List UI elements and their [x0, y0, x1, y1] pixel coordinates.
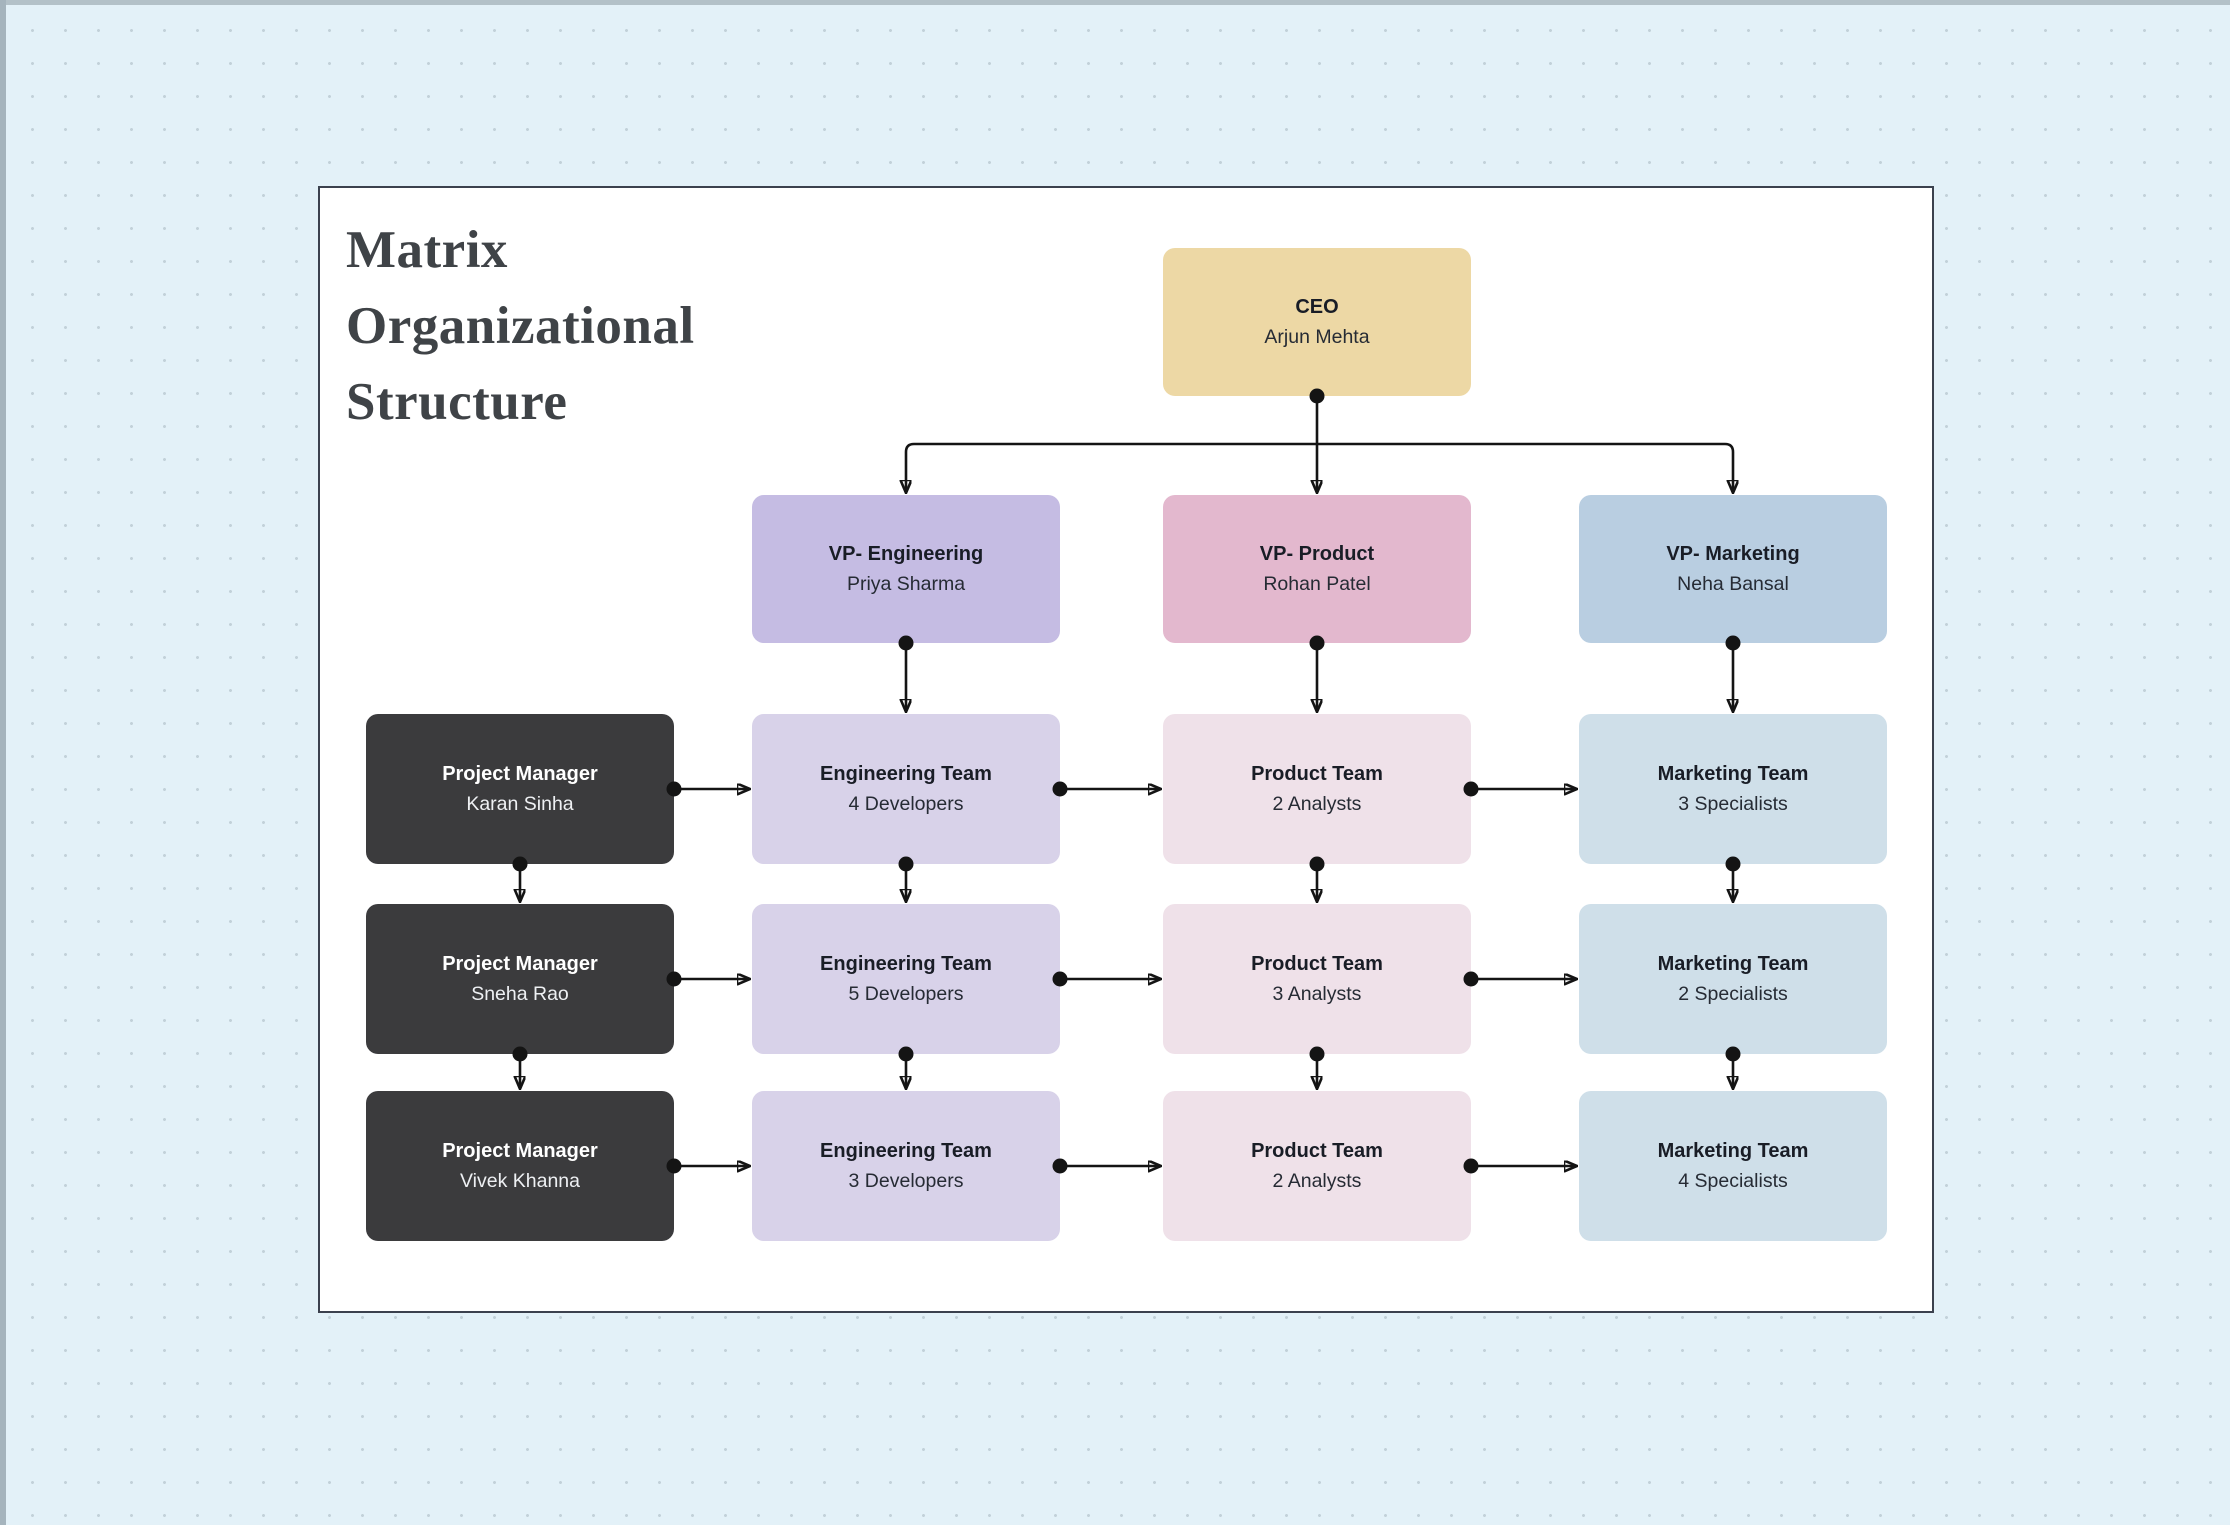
node-role: Marketing Team: [1657, 952, 1809, 975]
node-role: VP- Marketing: [1666, 542, 1800, 565]
node-project-manager-sneha-rao[interactable]: Project Manager Sneha Rao: [366, 904, 674, 1054]
node-detail: 2 Analysts: [1272, 1169, 1362, 1192]
node-marketing-team-3[interactable]: Marketing Team 4 Specialists: [1579, 1091, 1887, 1241]
node-role: VP- Product: [1259, 542, 1375, 565]
title-line-2: Organizational: [346, 297, 695, 355]
node-person: Neha Bansal: [1677, 572, 1789, 595]
node-role: Product Team: [1251, 1139, 1383, 1162]
node-person: Vivek Khanna: [460, 1169, 580, 1192]
node-role: Engineering Team: [820, 1139, 992, 1162]
node-role: Marketing Team: [1657, 1139, 1809, 1162]
node-product-team-1[interactable]: Product Team 2 Analysts: [1163, 714, 1471, 864]
node-role: Marketing Team: [1657, 762, 1809, 785]
node-detail: 3 Analysts: [1272, 982, 1362, 1005]
node-role: Project Manager: [442, 762, 598, 785]
node-person: Karan Sinha: [466, 792, 574, 815]
node-ceo[interactable]: CEO Arjun Mehta: [1163, 248, 1471, 396]
top-edge-strip: [0, 0, 2230, 5]
diagram-canvas[interactable]: Matrix Organizational Structure CEO Arju…: [318, 186, 1934, 1313]
node-role: Project Manager: [442, 952, 598, 975]
node-detail: 3 Developers: [848, 1169, 964, 1192]
node-detail: 3 Specialists: [1678, 792, 1788, 815]
title-line-1: Matrix: [346, 221, 508, 279]
node-detail: 2 Specialists: [1678, 982, 1788, 1005]
node-detail: 2 Analysts: [1272, 792, 1362, 815]
node-vp-engineering[interactable]: VP- Engineering Priya Sharma: [752, 495, 1060, 643]
node-vp-marketing[interactable]: VP- Marketing Neha Bansal: [1579, 495, 1887, 643]
node-role: VP- Engineering: [828, 542, 984, 565]
node-person: Priya Sharma: [846, 572, 966, 595]
node-engineering-team-3[interactable]: Engineering Team 3 Developers: [752, 1091, 1060, 1241]
node-person: Arjun Mehta: [1264, 325, 1370, 348]
node-role: Engineering Team: [820, 952, 992, 975]
node-product-team-2[interactable]: Product Team 3 Analysts: [1163, 904, 1471, 1054]
node-project-manager-vivek-khanna[interactable]: Project Manager Vivek Khanna: [366, 1091, 674, 1241]
node-role: Project Manager: [442, 1139, 598, 1162]
left-scrollbar[interactable]: [0, 0, 6, 1525]
title-line-3: Structure: [346, 373, 568, 431]
node-engineering-team-1[interactable]: Engineering Team 4 Developers: [752, 714, 1060, 864]
node-role: Product Team: [1251, 762, 1383, 785]
node-role: CEO: [1295, 295, 1339, 318]
node-detail: 5 Developers: [848, 982, 964, 1005]
node-project-manager-karan-sinha[interactable]: Project Manager Karan Sinha: [366, 714, 674, 864]
node-person: Sneha Rao: [471, 982, 569, 1005]
node-marketing-team-2[interactable]: Marketing Team 2 Specialists: [1579, 904, 1887, 1054]
node-detail: 4 Developers: [848, 792, 964, 815]
node-person: Rohan Patel: [1263, 572, 1371, 595]
node-marketing-team-1[interactable]: Marketing Team 3 Specialists: [1579, 714, 1887, 864]
node-product-team-3[interactable]: Product Team 2 Analysts: [1163, 1091, 1471, 1241]
node-vp-product[interactable]: VP- Product Rohan Patel: [1163, 495, 1471, 643]
node-role: Engineering Team: [820, 762, 992, 785]
node-detail: 4 Specialists: [1678, 1169, 1788, 1192]
node-engineering-team-2[interactable]: Engineering Team 5 Developers: [752, 904, 1060, 1054]
node-role: Product Team: [1251, 952, 1383, 975]
diagram-title[interactable]: Matrix Organizational Structure: [346, 212, 695, 440]
